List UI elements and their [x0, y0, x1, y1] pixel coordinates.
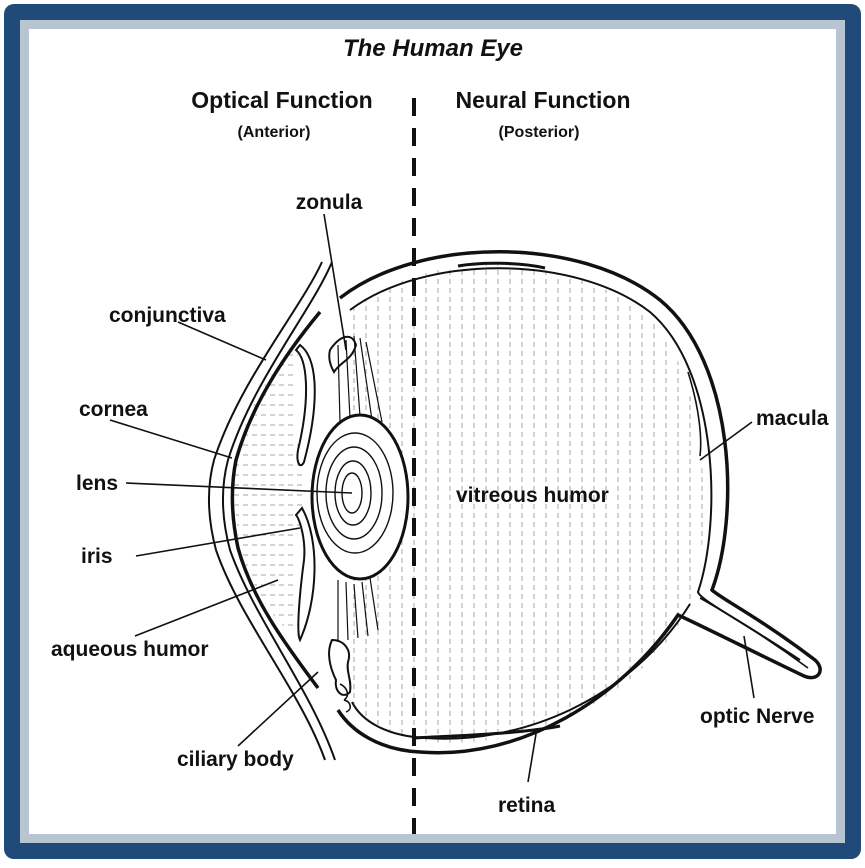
label-ciliary-body: ciliary body — [177, 748, 294, 771]
label-lens: lens — [76, 472, 118, 495]
label-optic-nerve: optic Nerve — [700, 705, 814, 728]
anterior-subheading: (Anterior) — [238, 124, 311, 141]
neural-function-heading: Neural Function — [455, 87, 630, 113]
label-iris: iris — [81, 545, 113, 568]
label-vitreous-humor: vitreous humor — [456, 484, 609, 507]
label-zonula: zonula — [296, 191, 363, 214]
label-retina: retina — [498, 794, 556, 817]
label-aqueous-humor: aqueous humor — [51, 638, 209, 661]
label-conjunctiva: conjunctiva — [109, 304, 226, 327]
posterior-subheading: (Posterior) — [499, 124, 580, 141]
label-cornea: cornea — [79, 398, 148, 421]
label-macula: macula — [756, 407, 829, 430]
diagram-title: The Human Eye — [343, 35, 523, 62]
optical-function-heading: Optical Function — [191, 87, 372, 113]
